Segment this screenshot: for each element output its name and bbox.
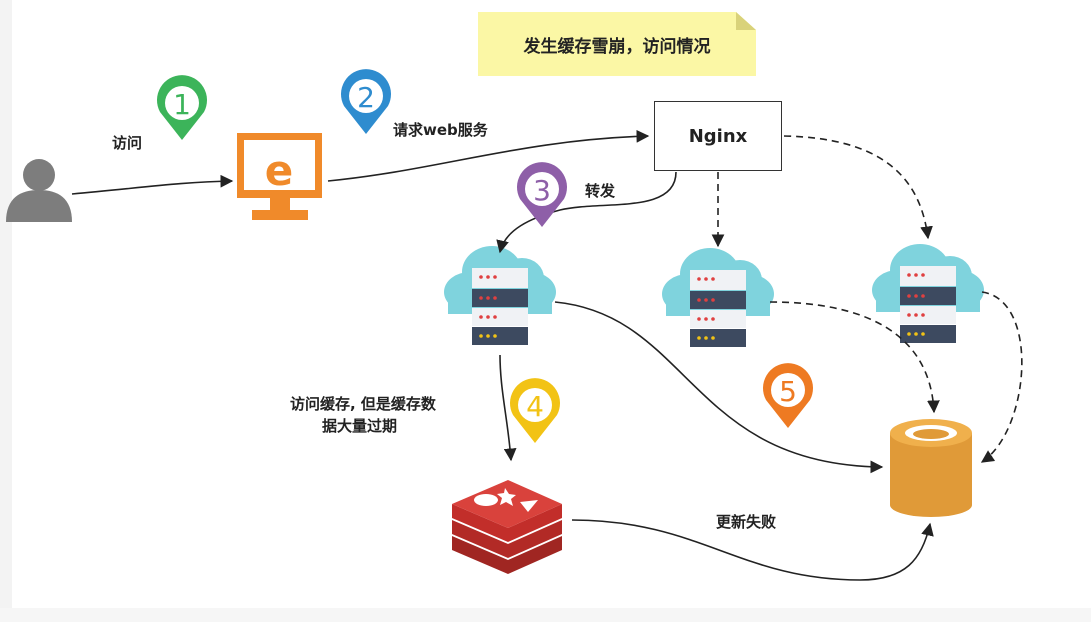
- svg-text:5: 5: [779, 375, 797, 408]
- nginx-node: Nginx: [654, 101, 782, 171]
- svg-text:2: 2: [357, 81, 375, 114]
- web-server-2-icon: [662, 248, 774, 347]
- step-4-label-line1: 访问缓存, 但是缓存数: [290, 395, 436, 413]
- edge-server1-to-redis: [499, 354, 517, 462]
- svg-text:4: 4: [526, 390, 544, 423]
- edge-server1-to-db: [554, 301, 884, 474]
- web-server-1-icon: [444, 246, 556, 345]
- bottom-margin: [0, 608, 1091, 622]
- svg-text:3: 3: [533, 174, 551, 207]
- step-4-label-line2: 据大量过期: [322, 417, 398, 435]
- edge-server2-to-db: [769, 301, 940, 414]
- step-2-pin: 2: [341, 69, 391, 134]
- user-icon: [6, 159, 72, 222]
- edge-user-to-browser: [71, 174, 234, 195]
- edge-nginx-to-server3: [783, 135, 933, 240]
- edge-nginx-to-server1: [496, 171, 677, 254]
- edge-server3-to-db: [980, 291, 1023, 463]
- scenario-note: [478, 12, 756, 76]
- redis-icon: [452, 480, 562, 574]
- step-4-pin: 4: [509, 378, 561, 443]
- svg-text:e: e: [265, 146, 294, 195]
- step-2-label: 请求web服务: [393, 121, 488, 139]
- database-icon: [890, 419, 972, 517]
- scenario-note-text: 发生缓存雪崩，访问情况: [523, 36, 711, 57]
- edge-browser-to-nginx: [327, 129, 650, 182]
- left-margin: [0, 0, 12, 610]
- step-3-label: 转发: [585, 182, 616, 200]
- edge-redis-to-db: [571, 519, 934, 581]
- step-5-pin: 5: [763, 363, 813, 428]
- step-1-label: 访问: [112, 134, 143, 152]
- update-failed-label: 更新失败: [716, 513, 777, 531]
- step-3-pin: 3: [517, 162, 567, 227]
- svg-text:1: 1: [173, 88, 191, 121]
- browser-icon: e: [237, 133, 322, 220]
- step-1-pin: 1: [157, 75, 207, 140]
